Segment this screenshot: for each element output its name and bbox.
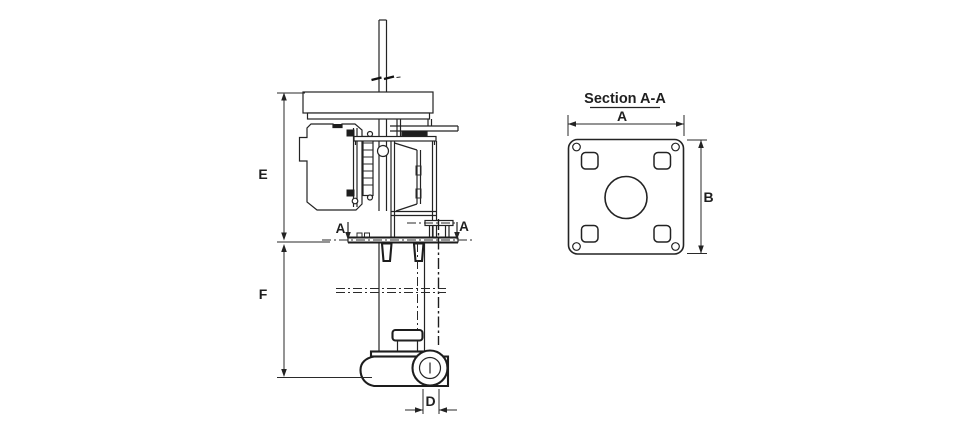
upper-bracket [390,119,459,138]
dim-label-f: F [259,286,268,302]
pad-cutout [580,151,599,170]
dim-label-b: B [704,189,714,205]
dimension-d: D [405,389,457,414]
pad-cutout [653,224,672,243]
section-cut-markers: A A [336,219,469,240]
center-bore-circle [604,175,648,220]
pad-cutout [653,151,672,170]
section-a-a-view: Section A-A A [567,91,714,255]
bolt-hole [572,242,581,251]
discharge-elbow-stub [407,219,456,237]
pad-cutout [580,224,599,243]
bearing-pedestal [353,135,438,238]
dim-label-d: D [425,393,435,409]
cut-label-a-right: A [459,219,469,234]
dimension-b: B [687,139,714,254]
rod-guide-ball [376,144,390,158]
bolt-hole [671,242,680,251]
support-column [336,219,446,352]
dimension-e-f: E F [258,92,372,378]
motor-top-plate [302,91,434,120]
dimension-a: A [567,108,685,136]
cut-label-a-left: A [336,221,346,236]
motor-body [298,123,363,211]
dim-label-e: E [258,166,267,182]
section-title: Section A-A [584,91,666,107]
mounting-plate [322,232,472,244]
pump-volute [359,328,450,388]
base-plate [567,138,685,255]
motor-clamp-band [346,129,374,205]
suction-stub-cap [391,328,424,342]
dim-label-a: A [617,108,627,124]
bolt-hole [572,142,581,152]
bolt-hole [671,142,680,152]
pump-elevation-view: E F D A A [258,19,472,414]
discharge-bore-circle [418,356,442,380]
